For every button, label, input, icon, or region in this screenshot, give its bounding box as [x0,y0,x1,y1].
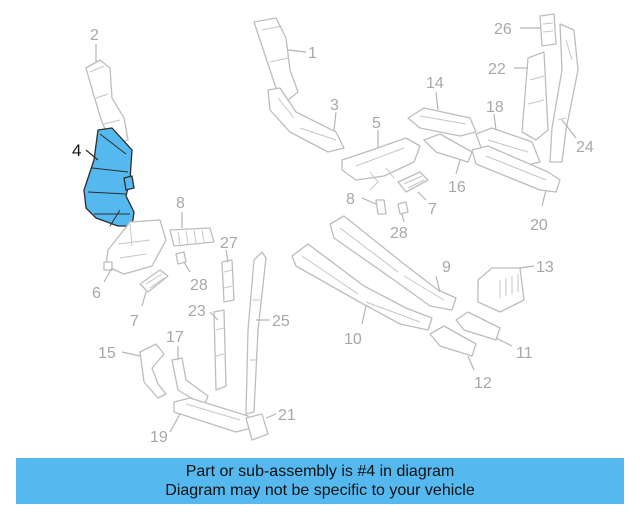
callout-27: 27 [220,235,238,252]
leader-9 [435,275,441,293]
callout-5: 5 [372,115,381,132]
part-20-duct [471,145,561,193]
callout-14: 14 [426,75,444,92]
part-14-duct [407,107,477,137]
part-16-connector [423,133,473,163]
part-27-bracket [221,259,235,303]
leader-19 [169,413,181,433]
callout-7-left: 7 [130,313,139,330]
callout-21: 21 [278,407,296,424]
callout-17: 17 [166,329,184,346]
callout-6: 6 [92,285,101,302]
part-9-duct [329,215,457,311]
part-8-damper [375,199,387,215]
part-22-panel [521,51,549,141]
callout-8-left: 8 [176,195,185,212]
part-4-duct-highlighted [83,127,135,227]
callout-9: 9 [442,259,451,276]
callout-3: 3 [330,97,339,114]
part-3-duct [267,87,345,153]
leader-3 [333,111,337,131]
part-7-grille-left [139,269,169,293]
leader-7-left [141,291,147,307]
callout-28-right: 28 [390,225,408,242]
leader-13 [519,265,535,269]
part-21-elbow [245,413,269,441]
part-11-outlet [455,311,501,341]
part-1-duct [253,17,299,101]
part-6-housing [103,219,167,275]
leader-23 [209,311,219,321]
part-12-outlet [429,325,477,357]
part-13-register [477,267,525,313]
part-8-register [169,227,215,247]
leader-4 [85,149,99,161]
leader-28-right [401,213,405,223]
leader-24 [561,119,577,139]
callout-1: 1 [308,45,317,62]
leader-21 [265,413,277,419]
leader-10 [361,305,367,325]
leader-1 [287,49,307,53]
leader-12 [467,355,475,371]
leader-27 [225,249,229,263]
part-17-pipe [171,357,209,407]
callout-15: 15 [98,345,116,362]
leader-14 [435,91,439,111]
callout-7-right: 7 [428,201,437,218]
callout-4: 4 [72,141,81,160]
leader-8-right [361,197,377,205]
callout-22: 22 [488,61,506,78]
leader-18 [493,113,497,131]
callout-11: 11 [516,345,533,362]
part-24-duct [549,23,579,163]
part-25-tube [245,251,267,415]
part-23-duct [213,309,227,391]
leader-28-left [183,261,191,273]
callout-12: 12 [474,375,492,392]
leader-15 [121,351,141,357]
leader-6 [103,267,113,283]
part-28-clip-left [175,251,187,265]
callout-28-left: 28 [190,277,208,294]
callout-8-right: 8 [346,191,355,208]
callout-18: 18 [486,99,504,116]
banner-line-1: Part or sub-assembly is #4 in diagram [185,463,455,480]
part-5-distribution-box [341,137,421,191]
callout-13: 13 [536,259,554,276]
leader-16 [455,159,461,175]
callout-23: 23 [188,303,206,320]
callout-24: 24 [576,139,594,156]
leader-7-right [417,191,427,201]
banner-line-2: Diagram may not be specific to your vehi… [165,482,475,499]
part-28-clip-right [397,201,409,215]
part-7-grille-right [397,171,429,193]
part-26-vent [539,13,557,47]
part-2-duct [85,59,129,145]
part-10-duct [291,243,433,331]
info-banner: Part or sub-assembly is #4 in diagram Di… [16,458,624,504]
callout-10: 10 [344,331,362,348]
part-19-floor-duct [173,397,253,433]
callout-20: 20 [530,217,548,234]
callout-26: 26 [494,21,512,38]
leader-11 [495,337,513,347]
callout-19: 19 [150,429,168,446]
part-15-hose [139,343,167,399]
callout-25: 25 [272,313,290,330]
callout-2: 2 [90,27,99,44]
callout-16: 16 [448,179,466,196]
leader-20 [541,189,547,207]
